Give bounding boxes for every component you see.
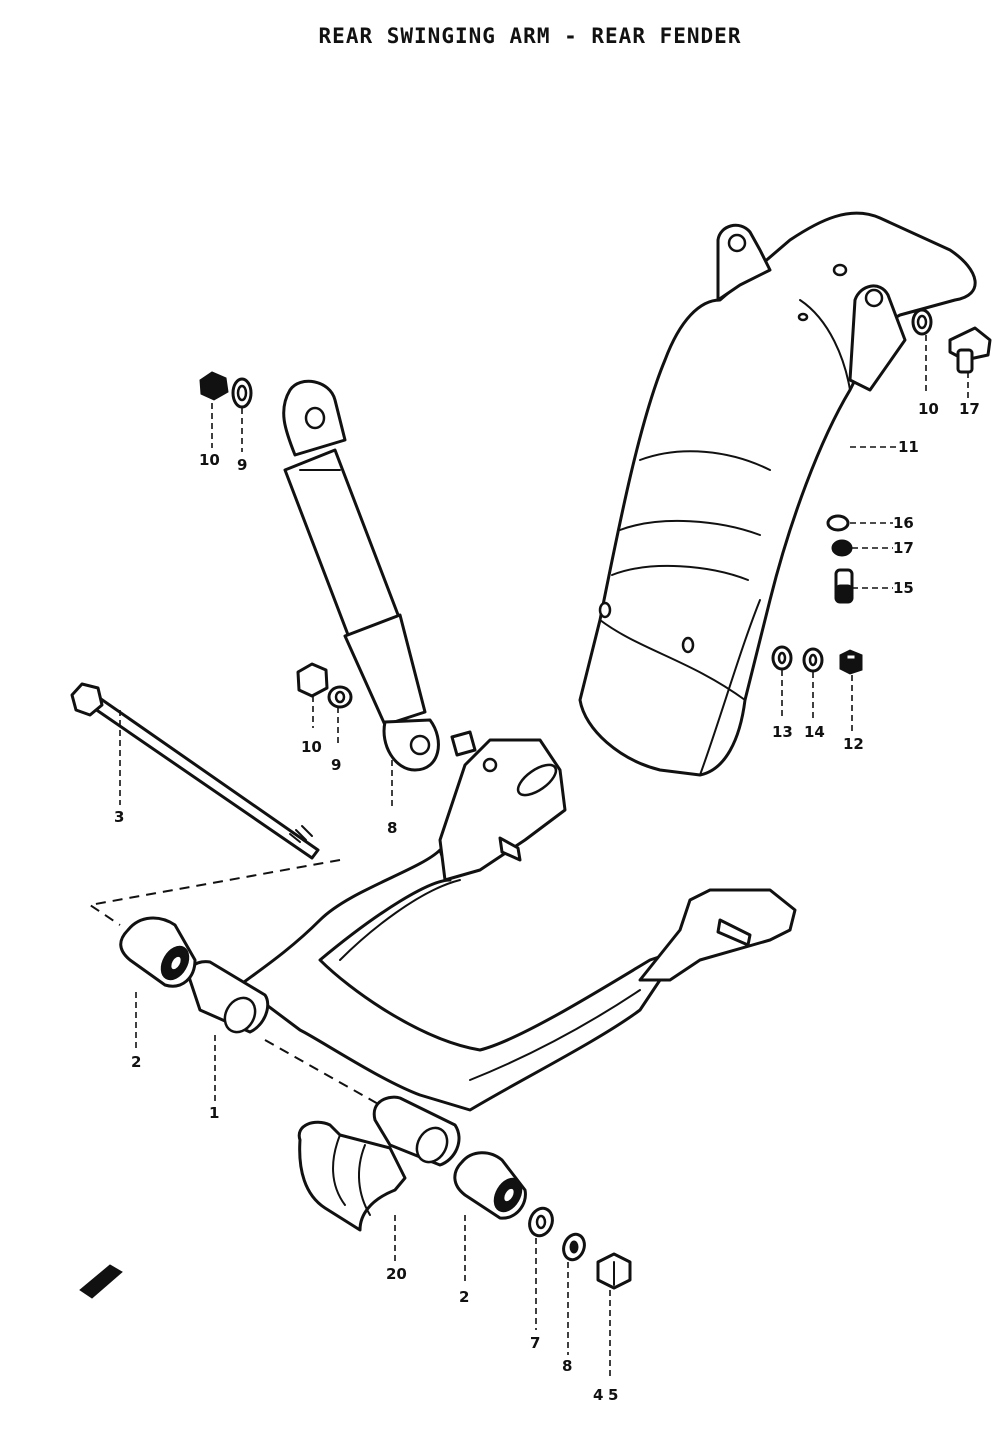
bolt-15 xyxy=(834,568,854,604)
washer-14 xyxy=(802,647,824,673)
washer-7 xyxy=(528,1206,554,1238)
callout-shock-absorber: 8 xyxy=(387,819,397,837)
callout-washer-16: 16 xyxy=(893,514,914,532)
callout-fender: 11 xyxy=(898,438,919,456)
callout-pivot-nut-a: 4 xyxy=(593,1386,603,1404)
callout-washer-14: 14 xyxy=(804,723,825,741)
brand-logo-icon xyxy=(79,1264,123,1299)
callout-pivot-bolt: 3 xyxy=(114,808,124,826)
callout-swing-arm-bushing: 1 xyxy=(209,1104,219,1122)
fender-top-bolt xyxy=(948,326,992,374)
spacer-left xyxy=(119,916,197,988)
callout-washer-shock-bottom: 9 xyxy=(331,756,341,774)
rear-fender xyxy=(578,211,977,777)
shock-top-washer xyxy=(231,377,253,409)
callout-nut-shock-top: 10 xyxy=(199,451,220,469)
callout-bolt-15: 15 xyxy=(893,579,914,597)
pivot-nut xyxy=(596,1252,632,1290)
shock-absorber xyxy=(282,379,440,772)
shock-bottom-washer xyxy=(327,685,353,709)
callout-washer-13: 13 xyxy=(772,723,793,741)
callout-washer-7: 7 xyxy=(530,1334,540,1352)
callout-spacer-right: 2 xyxy=(459,1288,469,1306)
diagram-title: REAR SWINGING ARM - REAR FENDER xyxy=(318,24,742,48)
bolt-12 xyxy=(839,649,863,675)
callout-bolt-12: 12 xyxy=(843,735,864,753)
shock-mount-stud xyxy=(450,730,477,757)
chain-guard xyxy=(297,1120,407,1232)
callout-pivot-nut-b: 5 xyxy=(608,1386,618,1404)
lockwasher-8 xyxy=(562,1232,586,1262)
shock-top-nut xyxy=(199,371,229,401)
callout-nut-17: 17 xyxy=(893,539,914,557)
nut-17 xyxy=(831,539,853,557)
swing-arm xyxy=(187,738,797,1167)
callout-spacer-left: 2 xyxy=(131,1053,141,1071)
washer-16 xyxy=(826,514,850,532)
shock-bottom-nut xyxy=(296,662,329,698)
washer-13 xyxy=(771,645,793,671)
callout-nut-shock-bottom: 10 xyxy=(301,738,322,756)
callout-chain-guard: 20 xyxy=(386,1265,407,1283)
callout-washer-fender-top: 10 xyxy=(918,400,939,418)
callout-lockwasher-8: 8 xyxy=(562,1357,572,1375)
callout-bolt-fender-top: 17 xyxy=(959,400,980,418)
spacer-right xyxy=(453,1151,527,1220)
callout-washer-shock-top: 9 xyxy=(237,456,247,474)
pivot-bolt xyxy=(70,682,320,860)
fender-top-washer xyxy=(911,308,933,336)
